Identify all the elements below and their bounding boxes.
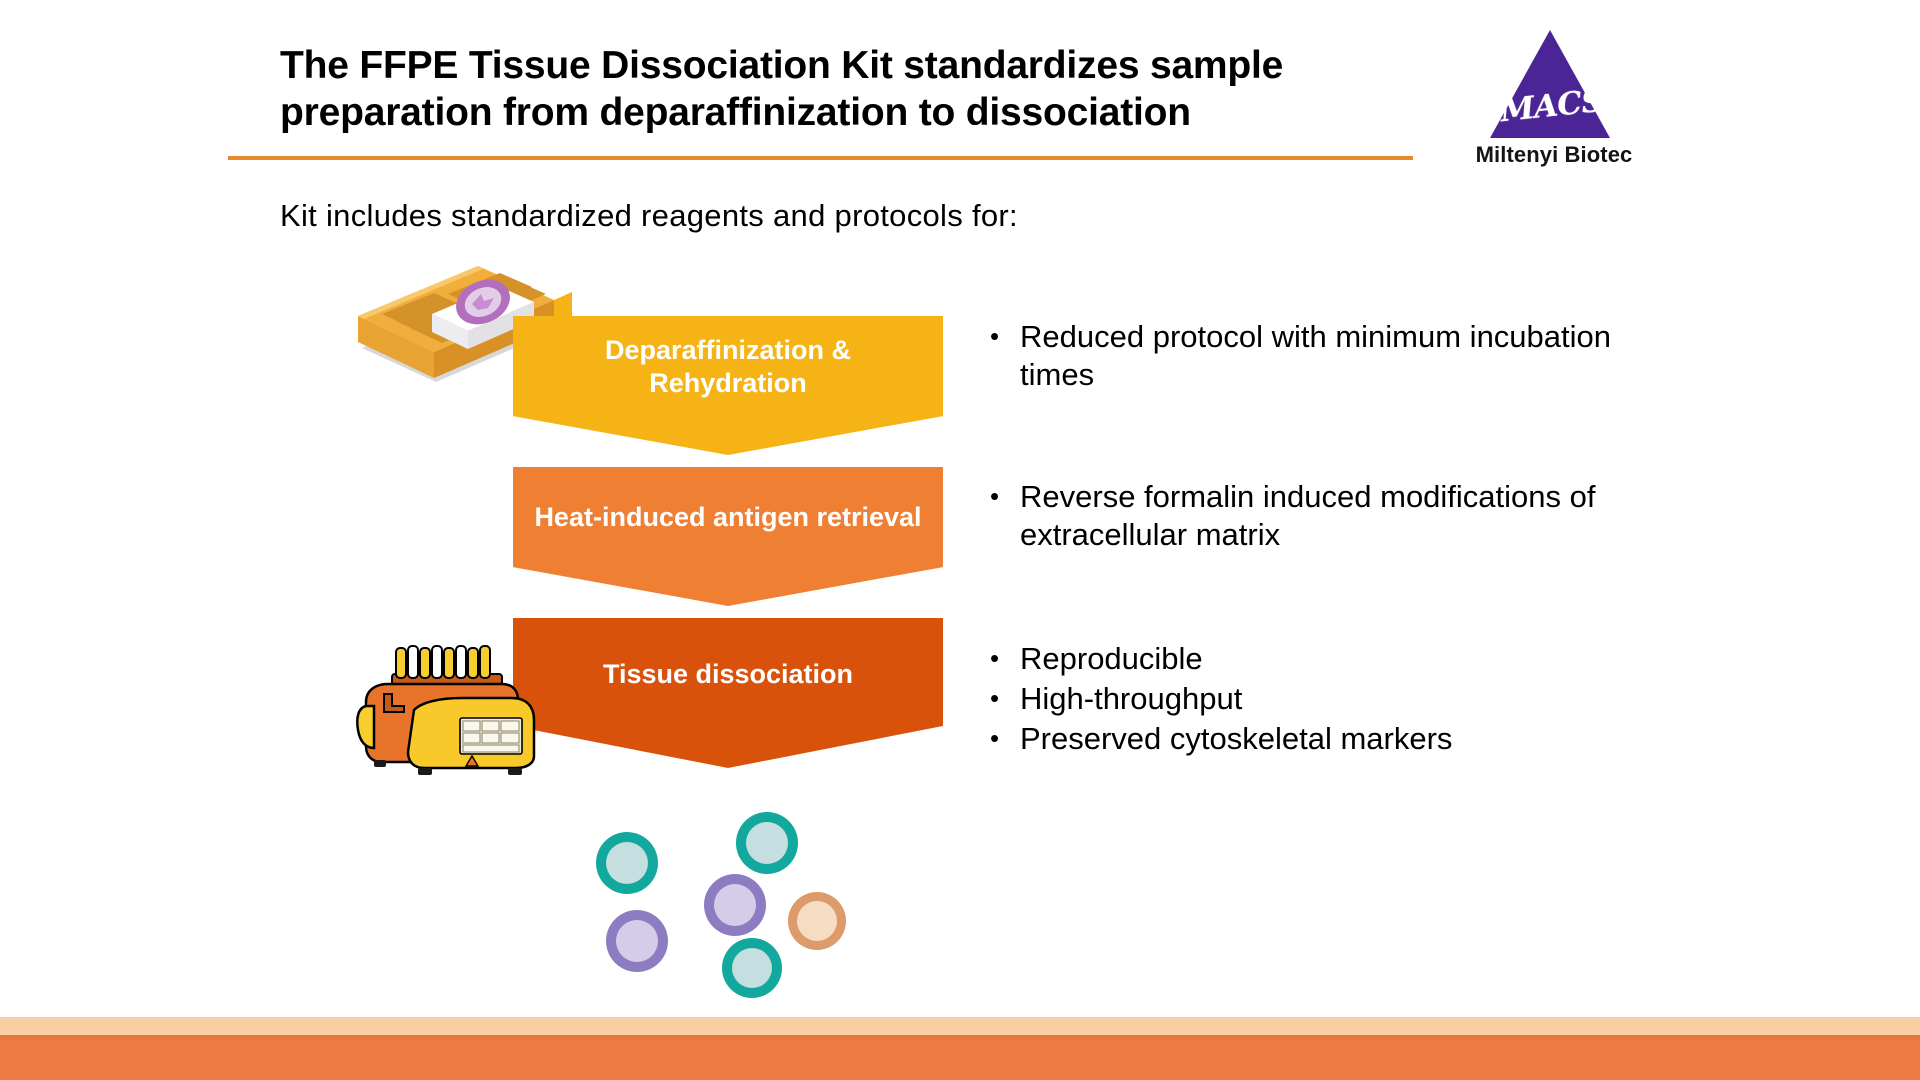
cell-peach-1: [788, 892, 846, 950]
bullet-icon: •: [990, 481, 1000, 511]
list-item: • Reverse formalin induced modifications…: [990, 478, 1710, 554]
cell-teal-1: [596, 832, 658, 894]
list-item-label: Reduced protocol with minimum incubation…: [1020, 319, 1612, 392]
gentlemacs-dissociator-icon: [356, 645, 536, 775]
tissue-cassette-icon: [358, 266, 572, 398]
title-divider: [228, 156, 1413, 160]
page-title-line-2: preparation from deparaffinization to di…: [280, 91, 1191, 135]
dissociated-cells-illustration: [596, 812, 846, 998]
workflow-step-label: Heat-induced antigen retrieval: [534, 502, 922, 533]
list-item: • Reduced protocol with minimum incubati…: [990, 318, 1690, 394]
list-item-label: Reproducible: [1020, 641, 1203, 676]
bullet-icon: •: [990, 643, 1000, 673]
footer-orange-band: [0, 1040, 1920, 1080]
benefits-group-deparaffinization: • Reduced protocol with minimum incubati…: [990, 318, 1690, 396]
footer-peach-band: [0, 1017, 1920, 1035]
page-title: The FFPE Tissue Dissociation Kit standar…: [280, 42, 1340, 136]
list-item-label: Preserved cytoskeletal markers: [1020, 720, 1453, 756]
company-name: Miltenyi Biotec: [1475, 142, 1633, 167]
workflow-step-antigen-retrieval[interactable]: Heat-induced antigen retrieval: [513, 467, 943, 606]
workflow-step-tissue-dissociation[interactable]: Tissue dissociation: [513, 618, 943, 768]
workflow-step-deparaffinization[interactable]: Deparaffinization & Rehydration: [513, 316, 943, 455]
benefits-group-tissue-dissociation: • Reproducible • High-throughput • Prese…: [990, 640, 1690, 759]
list-item: • High-throughput: [990, 680, 1690, 718]
workflow-step-label: Tissue dissociation: [602, 658, 854, 689]
bullet-icon: •: [990, 722, 1000, 753]
cell-teal-2: [736, 812, 798, 874]
bullet-icon: •: [990, 682, 1000, 713]
page-title-line-1: The FFPE Tissue Dissociation Kit standar…: [280, 44, 1284, 87]
purple-triangle-icon: [1490, 30, 1610, 138]
workflow-step-label: Deparaffinization & Rehydration: [604, 335, 852, 398]
list-item: • Reproducible: [990, 640, 1690, 678]
bullet-icon: •: [990, 321, 1000, 351]
cell-teal-3: [722, 938, 782, 998]
benefits-group-antigen-retrieval: • Reverse formalin induced modifications…: [990, 478, 1710, 556]
footer-accent-line: [0, 1035, 1920, 1040]
intro-text: Kit includes standardized reagents and p…: [280, 198, 1018, 233]
cell-purple-1: [704, 874, 766, 936]
macs-miltenyi-biotec-logo: MACS® Miltenyi Biotec: [1466, 28, 1642, 168]
list-item-label: High-throughput: [1020, 680, 1243, 716]
list-item: • Preserved cytoskeletal markers: [990, 720, 1690, 758]
list-item-label: Reverse formalin induced modifications o…: [1020, 479, 1596, 552]
workflow-chevrons: Deparaffinization & Rehydration Heat-ind…: [513, 316, 943, 786]
registered-mark-icon: ®: [1601, 87, 1616, 104]
cell-purple-2: [606, 910, 668, 972]
